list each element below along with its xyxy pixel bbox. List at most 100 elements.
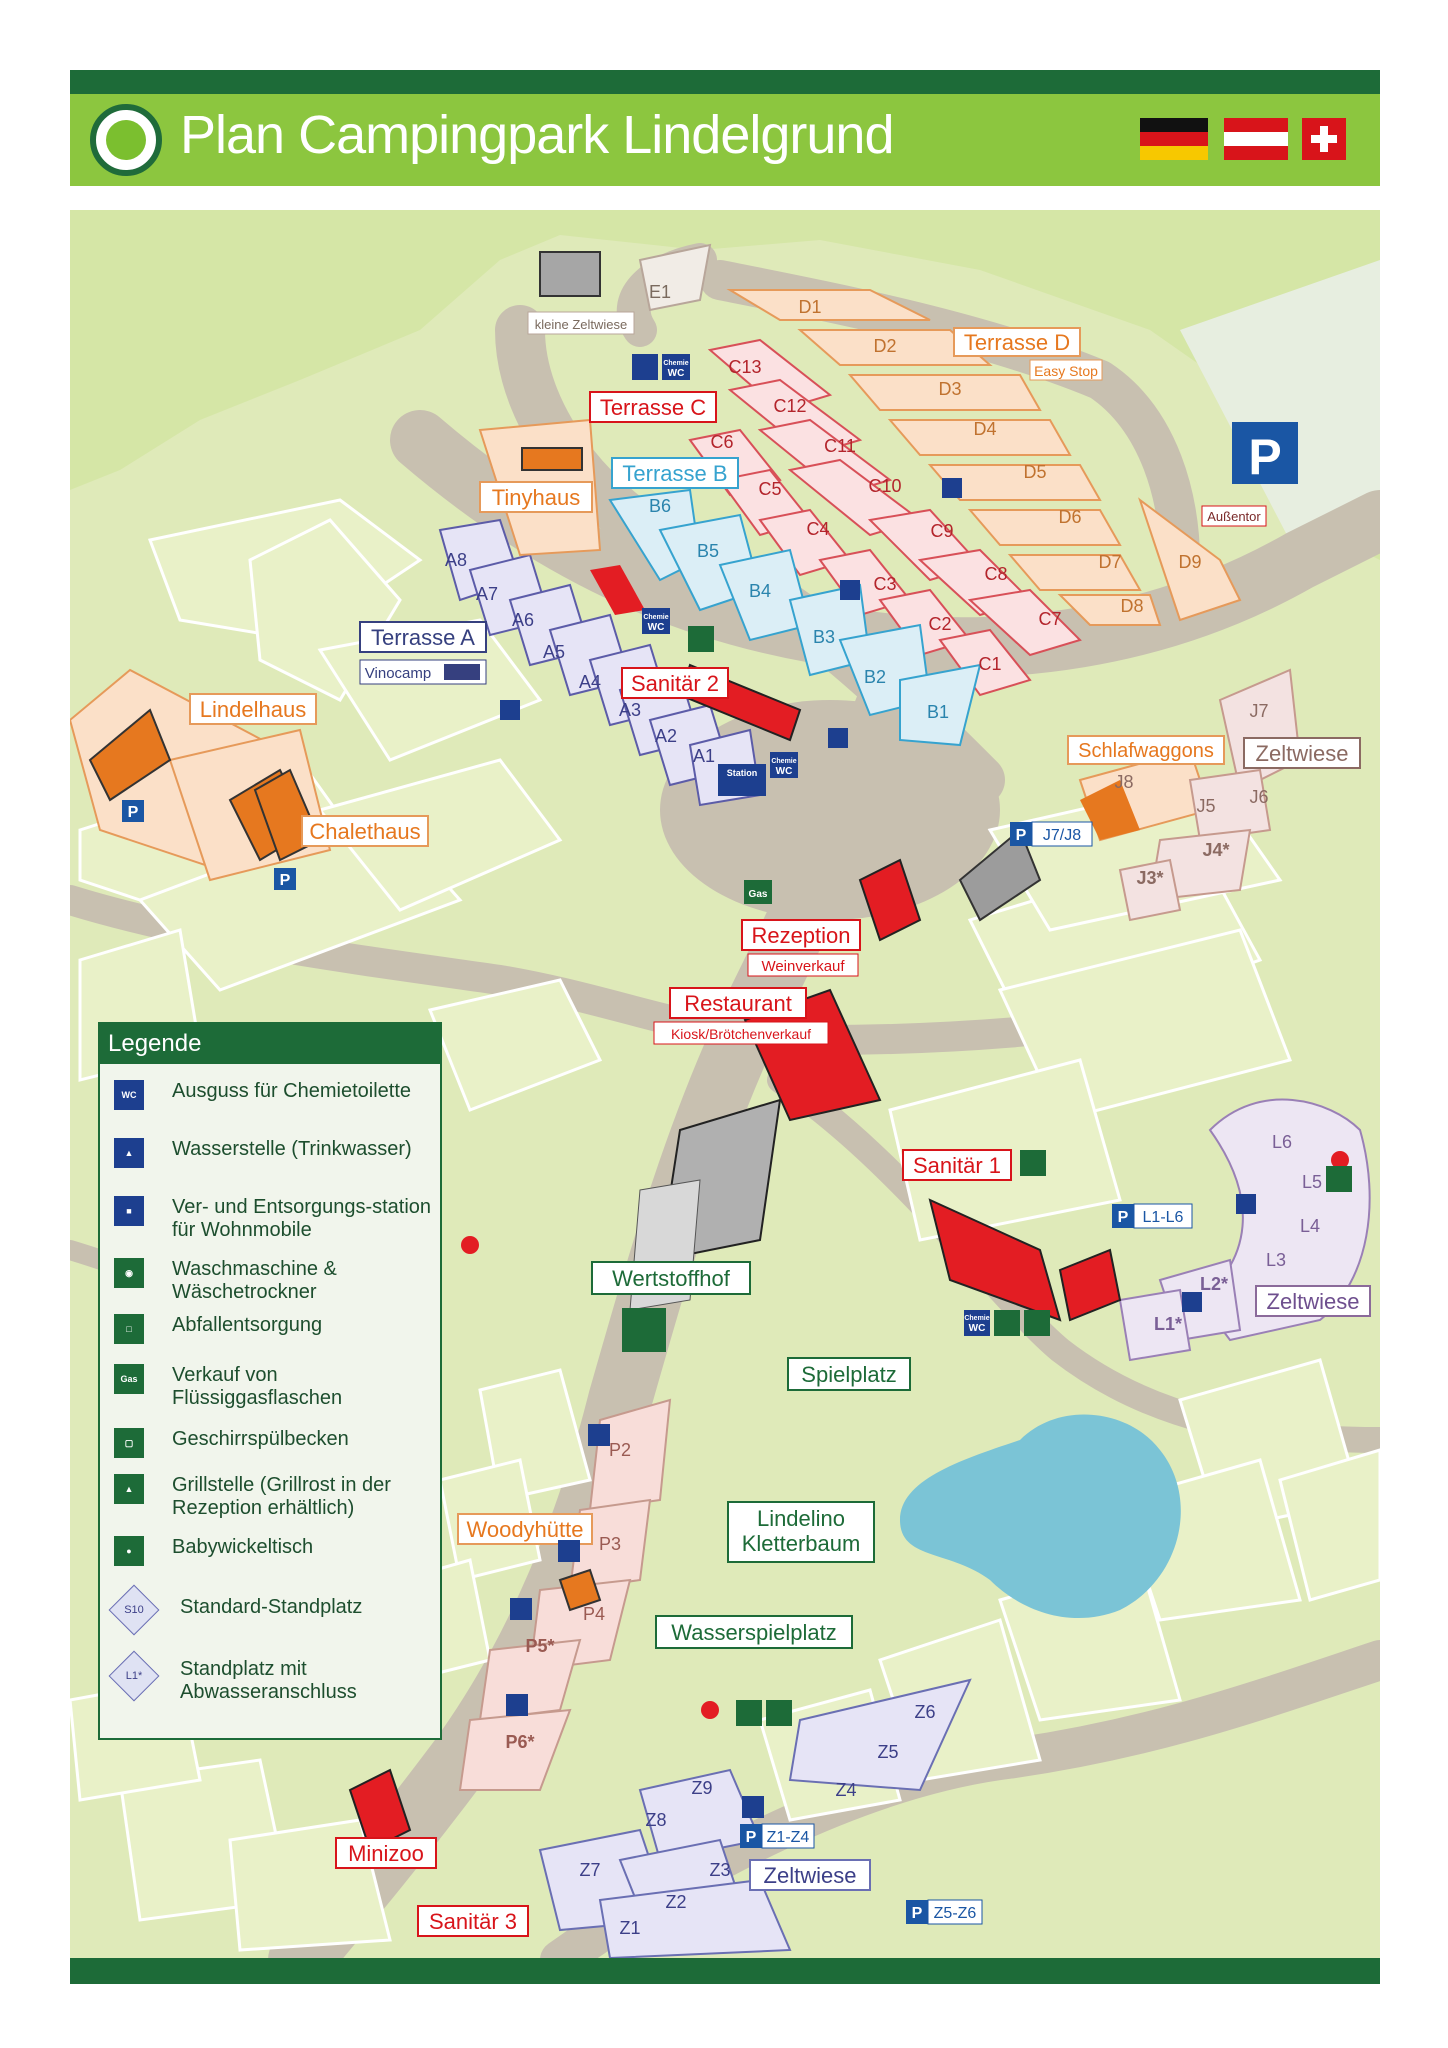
- campingpark-logo-icon: [90, 104, 162, 176]
- motorhome-station-icon: ■: [114, 1196, 144, 1226]
- svg-text:A2: A2: [655, 726, 677, 746]
- svg-text:J4*: J4*: [1202, 840, 1229, 860]
- water-tap-icon: [558, 1540, 580, 1562]
- svg-text:Z2: Z2: [665, 1892, 686, 1912]
- parking-lindelhaus-icon: P: [128, 804, 139, 821]
- label-tinyhaus: Tinyhaus: [492, 485, 580, 510]
- label-zeltwiese-l: Zeltwiese: [1267, 1289, 1360, 1314]
- label-terrasse-b: Terrasse B: [622, 461, 727, 486]
- svg-text:D4: D4: [973, 419, 996, 439]
- label-rezeption: Rezeption: [751, 923, 850, 948]
- svg-text:C5: C5: [758, 479, 781, 499]
- label-kleine-zeltwiese: kleine Zeltwiese: [535, 317, 628, 332]
- trash-icon: □: [114, 1314, 144, 1344]
- label-weinverkauf: Weinverkauf: [761, 958, 845, 975]
- svg-text:B4: B4: [749, 581, 771, 601]
- water-tap-icon: [828, 728, 848, 748]
- water-tap-icon: [506, 1694, 528, 1716]
- svg-text:C7: C7: [1038, 609, 1061, 629]
- label-sanitaer-3: Sanitär 3: [429, 1909, 517, 1934]
- baby-changing-icon: ●: [114, 1536, 144, 1566]
- svg-text:P3: P3: [599, 1534, 621, 1554]
- label-minizoo: Minizoo: [348, 1841, 424, 1866]
- grill-icon: ▲: [114, 1474, 144, 1504]
- svg-text:D2: D2: [873, 336, 896, 356]
- svg-text:WC: WC: [648, 622, 665, 633]
- water-tap-icon: [1182, 1292, 1202, 1312]
- label-woodyhuette: Woodyhütte: [466, 1517, 583, 1542]
- parking-j-icon: P: [1016, 827, 1027, 844]
- grill-icon: [766, 1700, 792, 1726]
- washing-machine-icon: [994, 1310, 1020, 1336]
- austria-flag-icon: [1224, 118, 1288, 160]
- svg-text:C13: C13: [728, 357, 761, 377]
- svg-text:L1*: L1*: [1154, 1314, 1182, 1334]
- buildings: [88, 251, 1349, 1852]
- legend-title: Legende: [100, 1024, 440, 1064]
- svg-text:C4: C4: [806, 519, 829, 539]
- label-zeltwiese-z: Zeltwiese: [764, 1863, 857, 1888]
- label-terrasse-a: Terrasse A: [371, 625, 475, 650]
- svg-text:Z6: Z6: [914, 1702, 935, 1722]
- svg-text:B2: B2: [864, 667, 886, 687]
- svg-text:Z1: Z1: [619, 1918, 640, 1938]
- page-title: Plan Campingpark Lindelgrund: [180, 105, 894, 165]
- grill-icon: [736, 1700, 762, 1726]
- svg-text:J5: J5: [1196, 796, 1215, 816]
- svg-text:WC: WC: [776, 766, 793, 777]
- svg-text:L6: L6: [1272, 1132, 1292, 1152]
- vinocamp-motorhome-icon: [444, 664, 480, 680]
- label-wasserspielplatz: Wasserspielplatz: [671, 1620, 836, 1645]
- footer-stripe: [70, 1958, 1380, 1984]
- svg-text:D6: D6: [1058, 507, 1081, 527]
- label-vinocamp: Vinocamp: [365, 665, 431, 682]
- grill-icon: [1326, 1166, 1352, 1192]
- sink-icon: [1024, 1310, 1050, 1336]
- svg-text:C8: C8: [984, 564, 1007, 584]
- svg-text:J6: J6: [1249, 787, 1268, 807]
- germany-flag-icon: [1140, 118, 1208, 160]
- svg-text:Gas: Gas: [749, 889, 768, 900]
- svg-text:P4: P4: [583, 1604, 605, 1624]
- switzerland-flag-icon: [1302, 118, 1346, 160]
- svg-text:D9: D9: [1178, 552, 1201, 572]
- svg-text:E1: E1: [649, 282, 671, 302]
- svg-text:D7: D7: [1098, 552, 1121, 572]
- main-parking-icon: [1232, 422, 1298, 484]
- parking-j-label: J7/J8: [1043, 827, 1081, 844]
- water-tap-icon: [1236, 1194, 1256, 1214]
- baby-changing-icon: [1020, 1150, 1046, 1176]
- water-tap-icon: [840, 580, 860, 600]
- label-kiosk: Kiosk/Brötchenverkauf: [671, 1026, 811, 1042]
- sink-icon: [688, 626, 714, 652]
- svg-text:Z4: Z4: [835, 1780, 856, 1800]
- svg-text:Z3: Z3: [709, 1860, 730, 1880]
- water-tap-icon: [942, 478, 962, 498]
- label-wertstoffhof: Wertstoffhof: [612, 1266, 731, 1291]
- chemie-wc-icon: WC: [114, 1080, 144, 1110]
- svg-text:Chemie: Chemie: [643, 614, 668, 621]
- svg-text:P5*: P5*: [525, 1636, 554, 1656]
- svg-text:P6*: P6*: [505, 1732, 534, 1752]
- parking-z1-icon: P: [746, 1829, 757, 1846]
- svg-text:C10: C10: [868, 476, 901, 496]
- sink-icon: ▢: [114, 1428, 144, 1458]
- label-restaurant: Restaurant: [684, 991, 792, 1016]
- svg-text:C6: C6: [710, 432, 733, 452]
- svg-text:Z5: Z5: [877, 1742, 898, 1762]
- svg-text:C11: C11: [824, 436, 856, 456]
- svg-text:A4: A4: [579, 672, 601, 692]
- svg-text:A3: A3: [619, 700, 641, 720]
- svg-text:L4: L4: [1300, 1216, 1320, 1236]
- svg-text:J7: J7: [1249, 701, 1268, 721]
- svg-text:Z9: Z9: [691, 1778, 712, 1798]
- svg-text:C3: C3: [873, 574, 896, 594]
- lake: [900, 1414, 1181, 1619]
- water-tap-icon: [588, 1424, 610, 1446]
- label-sanitaer-2: Sanitär 2: [631, 671, 719, 696]
- svg-text:J3*: J3*: [1136, 868, 1163, 888]
- svg-text:A6: A6: [512, 610, 534, 630]
- svg-text:C12: C12: [773, 396, 806, 416]
- parking-l-icon: P: [1118, 1209, 1129, 1226]
